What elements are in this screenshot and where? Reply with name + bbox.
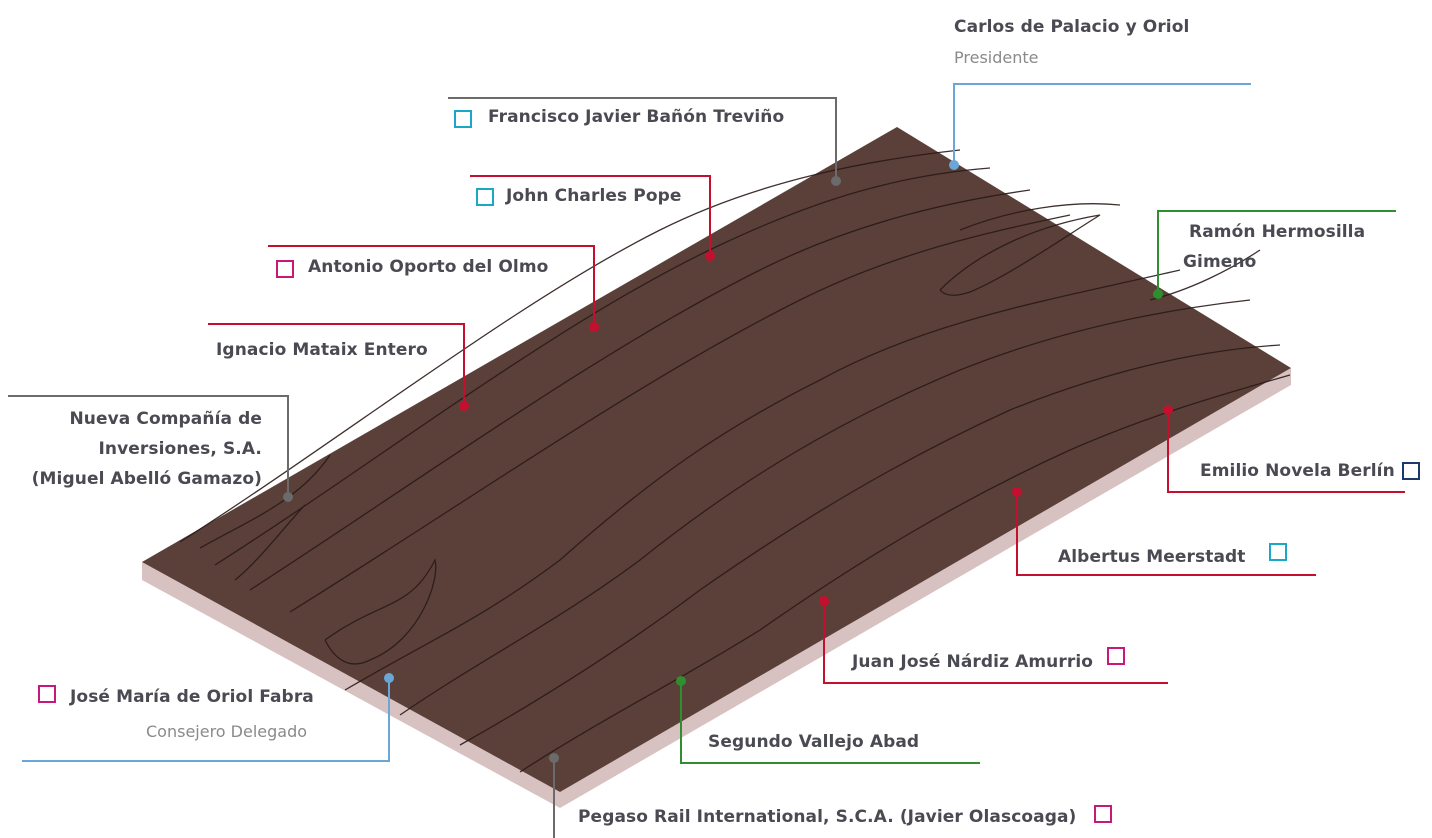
- checkbox-icon-oporto: [276, 260, 294, 278]
- member-name-novela: Emilio Novela Berlín: [1200, 461, 1395, 481]
- member-name-banon: Francisco Javier Bañón Treviño: [488, 107, 785, 127]
- leader-nardiz: [823, 601, 1168, 684]
- member-name-mataix: Ignacio Mataix Entero: [216, 340, 428, 360]
- leader-meerstadt: [1016, 492, 1316, 576]
- dot-novela: [1163, 405, 1173, 415]
- member-name-nueva-line3: (Miguel Abelló Gamazo): [31, 469, 262, 489]
- leader-mataix: [208, 323, 465, 406]
- dot-mataix: [459, 401, 469, 411]
- checkbox-icon-oriol: [38, 685, 56, 703]
- dot-nardiz: [819, 596, 829, 606]
- dot-oporto: [589, 322, 599, 332]
- leader-hermosilla: [1157, 210, 1396, 294]
- checkbox-icon-pope: [476, 188, 494, 206]
- member-name-pope: John Charles Pope: [506, 186, 682, 206]
- dot-nueva: [283, 492, 293, 502]
- leader-oporto: [268, 245, 595, 327]
- checkbox-icon-banon: [454, 110, 472, 128]
- dot-palacio: [949, 160, 959, 170]
- member-name-meerstadt: Albertus Meerstadt: [1058, 547, 1246, 567]
- checkbox-icon-nardiz: [1107, 647, 1125, 665]
- checkbox-icon-novela: [1402, 462, 1420, 480]
- wood-grain: [179, 149, 1291, 773]
- member-name-pegaso: Pegaso Rail International, S.C.A. (Javie…: [578, 807, 1077, 827]
- member-name-oporto: Antonio Oporto del Olmo: [308, 257, 549, 277]
- member-name-nueva-line1: Nueva Compañía de: [69, 409, 262, 429]
- leader-oriol: [22, 678, 390, 762]
- leader-novela: [1167, 410, 1405, 493]
- dot-banon: [831, 176, 841, 186]
- dot-pegaso: [549, 753, 559, 763]
- dot-oriol: [384, 673, 394, 683]
- dot-pope: [705, 251, 715, 261]
- member-name-nueva-line2: Inversiones, S.A.: [98, 439, 262, 459]
- leader-pope: [470, 175, 711, 256]
- dot-vallejo: [676, 676, 686, 686]
- member-name-oriol: José María de Oriol Fabra: [70, 687, 314, 707]
- member-name-vallejo: Segundo Vallejo Abad: [708, 732, 920, 752]
- checkbox-icon-meerstadt: [1269, 543, 1287, 561]
- member-name-palacio: Carlos de Palacio y Oriol: [954, 17, 1190, 37]
- board-top: [142, 127, 1291, 792]
- member-role-oriol: Consejero Delegado: [146, 722, 308, 741]
- member-name-hermosilla-line1: Ramón Hermosilla: [1189, 222, 1366, 242]
- dot-hermosilla: [1153, 289, 1163, 299]
- leader-banon: [448, 97, 837, 181]
- member-name-nardiz: Juan José Nárdiz Amurrio: [852, 652, 1094, 672]
- checkbox-icon-pegaso: [1094, 805, 1112, 823]
- member-name-hermosilla-line2: Gimeno: [1183, 252, 1257, 272]
- leader-palacio: [953, 83, 1251, 165]
- dot-meerstadt: [1012, 487, 1022, 497]
- leader-nueva: [8, 395, 289, 497]
- leader-vallejo: [680, 681, 980, 764]
- member-role-palacio: Presidente: [954, 48, 1039, 67]
